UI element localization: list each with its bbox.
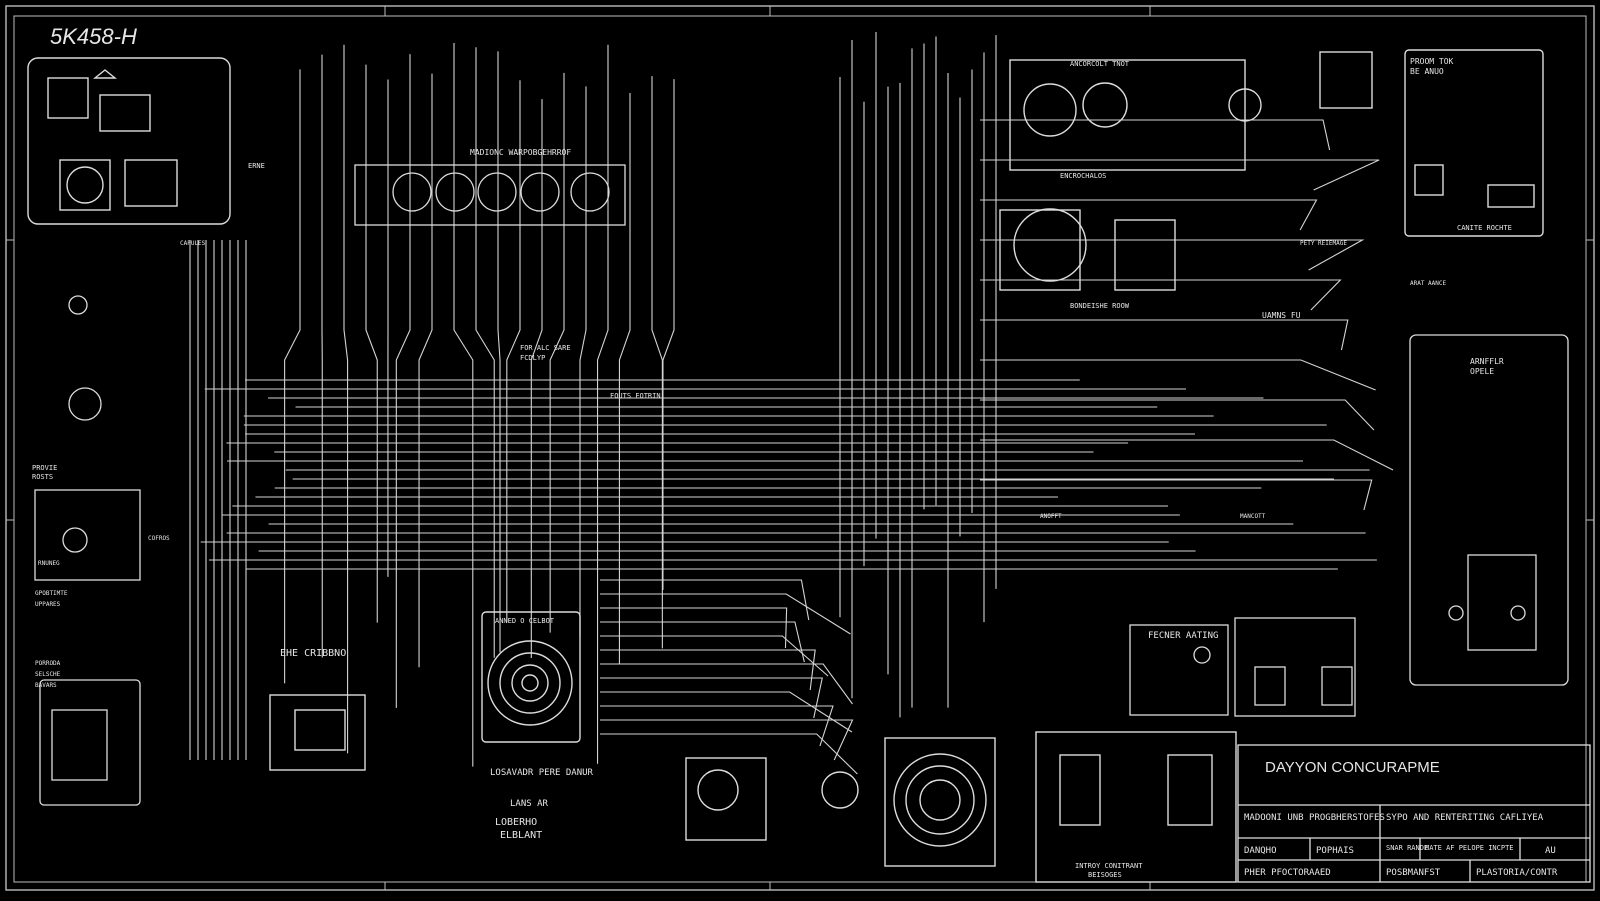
mid-right-label-3: ARAT AANCE bbox=[1410, 280, 1447, 287]
bottom-right-caption-1: INTROY CONITRANT bbox=[1075, 862, 1143, 870]
left-bottom-label-3: PORRODA bbox=[35, 660, 61, 667]
left-bottom-label-4: SELSCHE bbox=[35, 671, 61, 678]
right-mid-box-label-2: OPELE bbox=[1470, 367, 1494, 376]
mid-right-label-4: MANCOTT bbox=[1240, 513, 1266, 520]
motor-label: ANNED O CELBOT bbox=[495, 617, 555, 625]
title-block-cell-3: DANQHO bbox=[1244, 846, 1277, 856]
left-panel-label-1: PROVIE bbox=[32, 464, 57, 472]
top-center-note-1: ANCORCOLT TNOT bbox=[1070, 60, 1130, 68]
right-meter-label: FECNER AATING bbox=[1148, 631, 1218, 641]
title-block-cell-1: MADOONI UNB PROGBHERSTOFES bbox=[1244, 813, 1385, 823]
title-block-cell-8: PHER PFOCTORAAED bbox=[1244, 868, 1331, 878]
small-left-label: ERNE bbox=[248, 162, 265, 170]
mid-right-label-5: ANOFFT bbox=[1040, 513, 1062, 520]
left-box-label-2: COFROS bbox=[148, 535, 170, 542]
left-box-label-1: RNUNEG bbox=[38, 560, 60, 567]
left-box-label-3: CAPULES bbox=[180, 240, 206, 247]
relay-block-label: MADIONC WARPOBGEHRROF bbox=[470, 148, 571, 157]
top-center-note-3: BONDEISHE ROOW bbox=[1070, 302, 1130, 310]
title-block-cell-6: MATE AF PELOPE INCPTE bbox=[1425, 844, 1514, 852]
bottom-right-caption-2: BEISOGES bbox=[1088, 871, 1122, 879]
bottom-center-label-4: ELBLANT bbox=[500, 830, 542, 841]
title-block-title: DAYYON CONCURAPME bbox=[1265, 759, 1440, 776]
right-top-box-title-1: PROOM TOK bbox=[1410, 57, 1454, 66]
mid-left-label: EHE CRIBBNO bbox=[280, 648, 346, 659]
top-center-note-2: ENCROCHALOS bbox=[1060, 172, 1106, 180]
title-block-cell-4: POPHAIS bbox=[1316, 846, 1354, 856]
left-bottom-label-2: UPPARES bbox=[35, 601, 61, 608]
title-block-cell-2: SYPO AND RENTERITING CAFLIYEA bbox=[1386, 813, 1544, 823]
title-block-cell-10: PLASTORIA/CONTR bbox=[1476, 868, 1558, 878]
mid-right-label-1: UAMNS FU bbox=[1262, 311, 1301, 320]
right-mid-box-label-1: ARNFFLR bbox=[1470, 357, 1504, 366]
left-bottom-label-1: GPOBTIMTE bbox=[35, 590, 68, 597]
title-block-cell-5: SNAR RANDE bbox=[1386, 844, 1428, 852]
bottom-center-label-2: LANS AR bbox=[510, 799, 549, 809]
left-panel-label-2: ROSTS bbox=[32, 473, 53, 481]
right-top-box-caption: CANITE ROCHTE bbox=[1457, 224, 1512, 232]
mid-right-label-2: PETY REIEMAGE bbox=[1300, 240, 1347, 247]
bottom-center-label-3: LOBERHO bbox=[495, 817, 537, 828]
title-block-cell-9: POSBMANFST bbox=[1386, 868, 1441, 878]
left-bottom-label-5: BAVARS bbox=[35, 682, 57, 689]
mid-small-label-3: FOUTS FOTRIN bbox=[610, 392, 661, 400]
right-top-box-title-2: BE ANUO bbox=[1410, 67, 1444, 76]
mid-small-label-2: FCDLYP bbox=[520, 354, 545, 362]
bottom-center-label-1: LOSAVADR PERE DANUR bbox=[490, 768, 594, 778]
mid-small-label-1: FOR ALC SARE bbox=[520, 344, 571, 352]
title-block-cell-7: AU bbox=[1545, 846, 1556, 856]
sheet-id: 5K458-H bbox=[50, 24, 137, 49]
